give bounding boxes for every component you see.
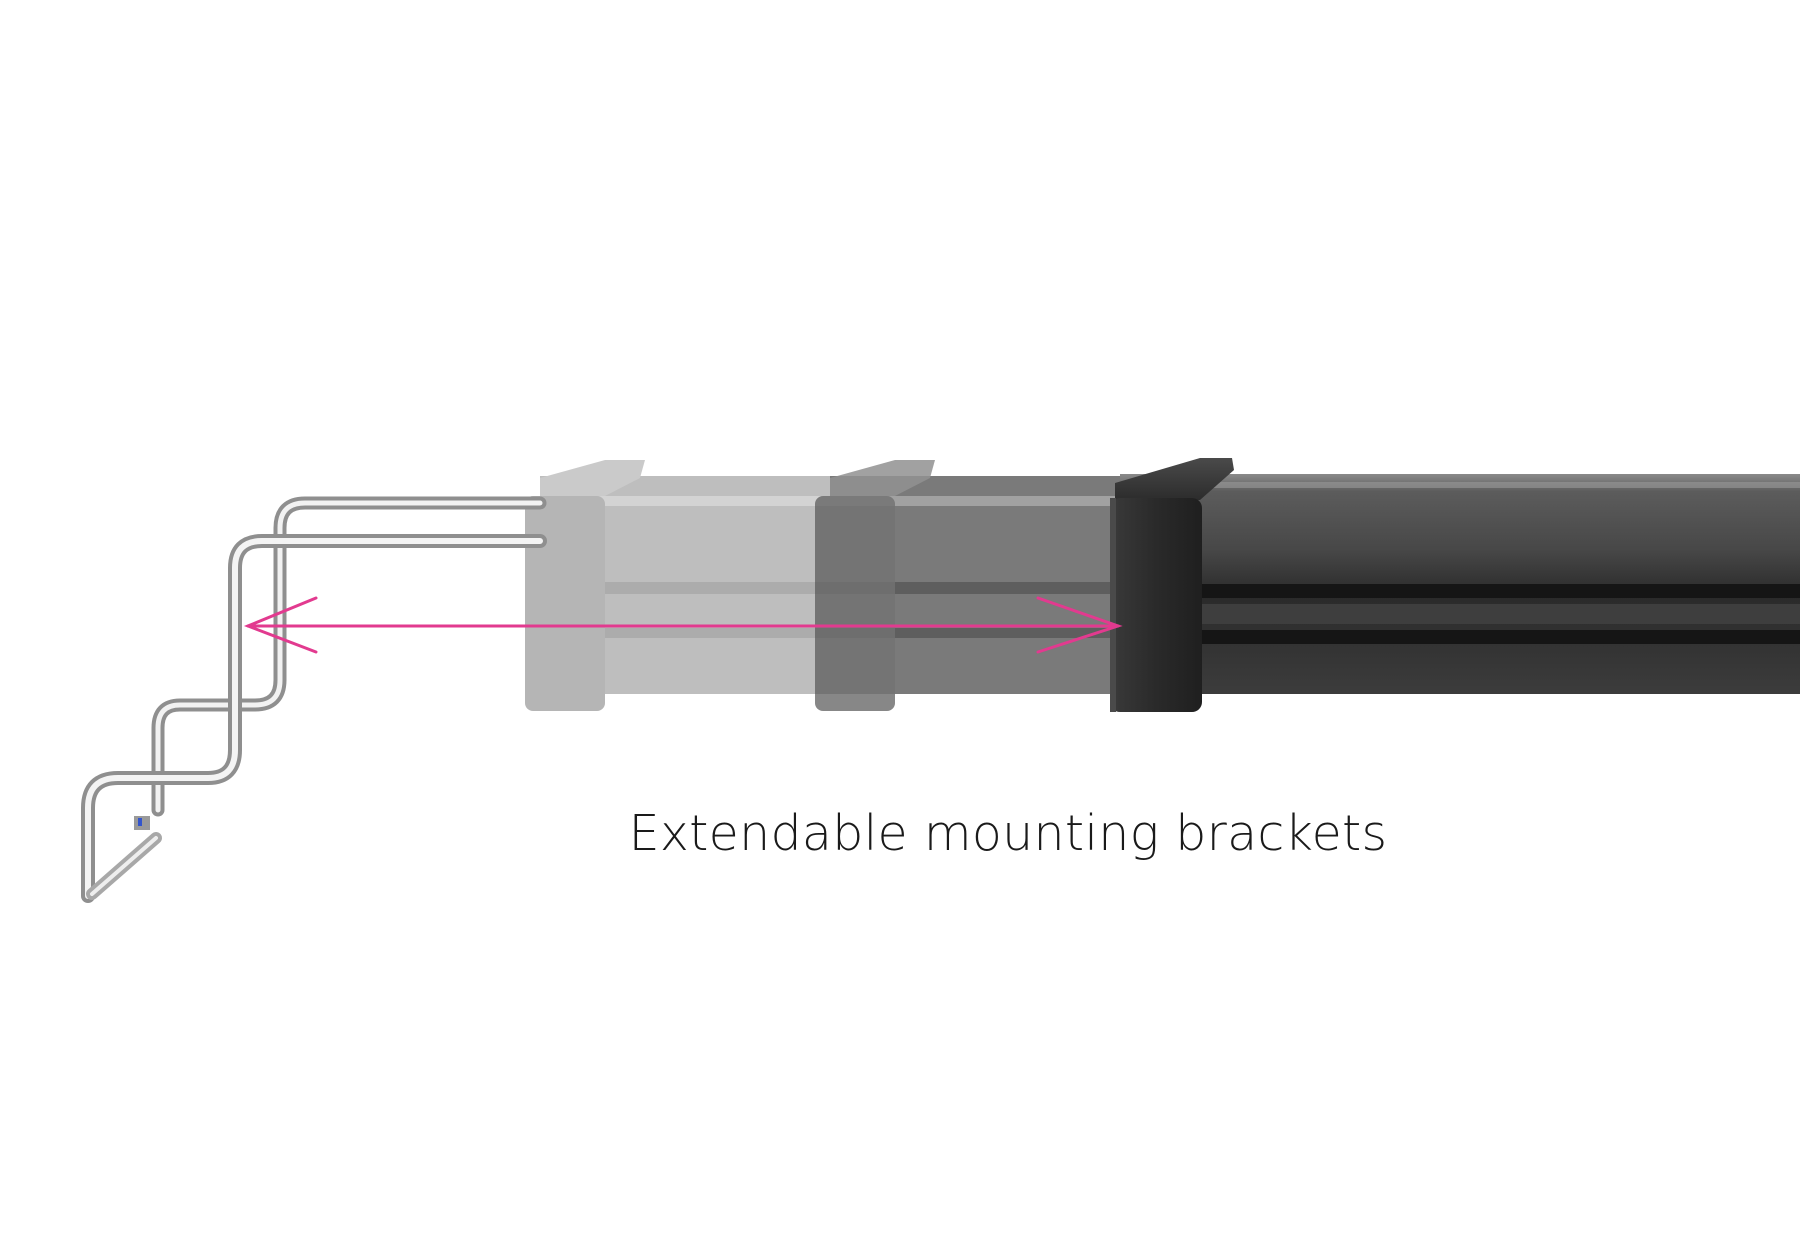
rail-main — [1110, 458, 1800, 712]
double-headed-arrow-icon — [243, 596, 1123, 654]
wire-bracket — [81, 496, 547, 903]
caption-text: Extendable mounting brackets — [628, 805, 1388, 862]
